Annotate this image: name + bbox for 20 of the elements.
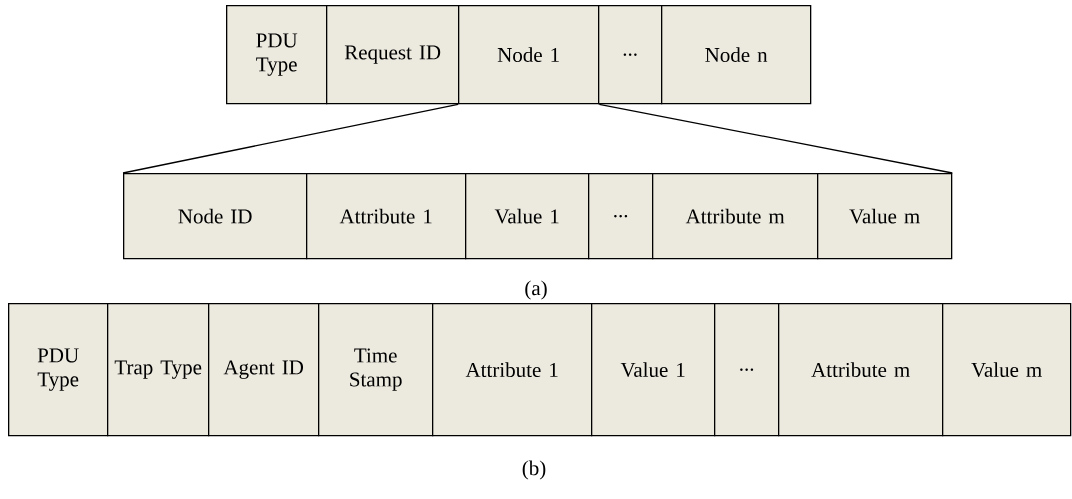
field-box: Value 1: [591, 303, 716, 437]
field-box: Request ID: [326, 5, 460, 105]
subfigure-label: (a): [525, 280, 547, 300]
field-box: Node ID: [123, 173, 308, 260]
field-box: Value 1: [465, 173, 590, 260]
field-box: ...: [588, 173, 654, 260]
field-box: Value m: [817, 173, 953, 260]
field-box: PDU Type: [8, 303, 109, 437]
expansion-line: [598, 103, 953, 174]
field-box: ...: [714, 303, 780, 437]
field-box: Agent ID: [208, 303, 320, 437]
field-box: Attribute 1: [432, 303, 593, 437]
field-box: PDU Type: [226, 5, 328, 105]
expansion-line: [122, 103, 459, 174]
field-box: Trap Type: [107, 303, 210, 437]
subfigure-label: (b): [522, 460, 546, 480]
field-box: ...: [598, 5, 663, 105]
field-box: Value m: [942, 303, 1072, 437]
field-box: Time Stamp: [318, 303, 434, 437]
field-box: Attribute 1: [306, 173, 467, 260]
